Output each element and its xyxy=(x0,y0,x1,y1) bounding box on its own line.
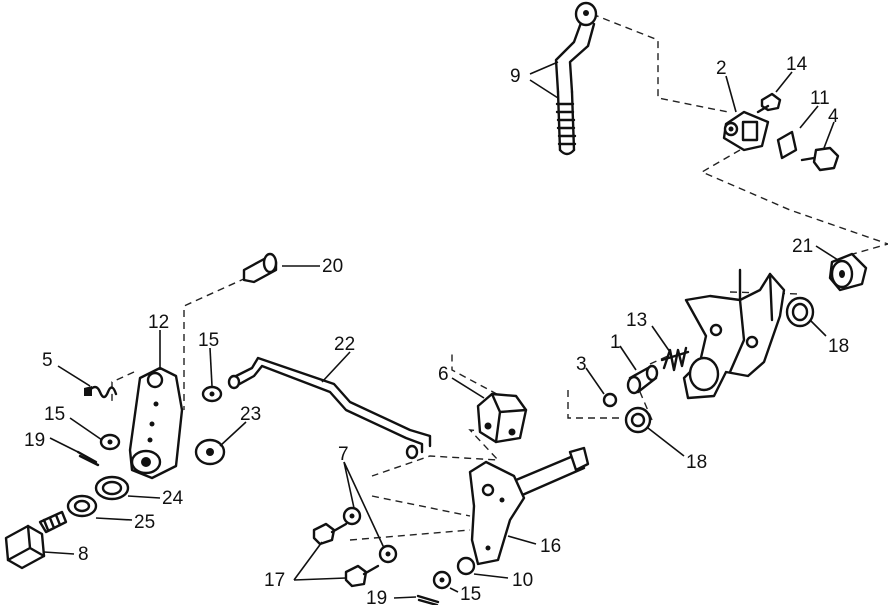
spring-part-13 xyxy=(660,346,690,372)
washer-part-7-lower xyxy=(378,544,398,564)
callout-16: 16 xyxy=(540,536,561,557)
callout-21: 21 xyxy=(792,236,813,257)
bushing-part-1 xyxy=(626,364,659,395)
block-part-6 xyxy=(476,392,528,444)
washer-part-10 xyxy=(456,556,476,576)
callout-11: 11 xyxy=(810,88,830,109)
shaft-lever-part-16 xyxy=(468,446,590,566)
callout-6: 6 xyxy=(438,364,449,385)
callout-8: 8 xyxy=(78,544,89,565)
leader-lines xyxy=(43,61,839,599)
callout-9: 9 xyxy=(510,66,521,87)
callout-3: 3 xyxy=(576,354,587,375)
screw-part-4 xyxy=(800,146,840,172)
link-rod-part-22 xyxy=(227,356,432,460)
callout-12: 12 xyxy=(148,312,169,333)
washer-part-24 xyxy=(94,475,130,501)
callout-4: 4 xyxy=(828,106,839,127)
callout-5: 5 xyxy=(42,350,53,371)
lever-plate-part-12 xyxy=(128,366,184,480)
callout-14: 14 xyxy=(786,54,808,75)
clip-part-2 xyxy=(722,110,770,152)
spring-part-5 xyxy=(84,385,118,399)
pin-part-20 xyxy=(242,252,278,284)
callout-10: 10 xyxy=(512,570,533,591)
bushing-part-18-lower xyxy=(624,406,652,434)
assembly-dashed-lines xyxy=(111,13,888,541)
callout-15-left: 15 xyxy=(44,404,65,425)
washer-part-7-upper xyxy=(342,506,362,526)
callout-7: 7 xyxy=(338,444,349,465)
callout-15-upper: 15 xyxy=(198,330,219,351)
callout-18-upper: 18 xyxy=(828,336,849,357)
bushing-part-18-upper xyxy=(785,296,815,328)
callout-15-bottom: 15 xyxy=(460,584,481,605)
ball-part-3 xyxy=(602,392,618,408)
collar-part-21 xyxy=(828,252,868,292)
callout-22: 22 xyxy=(334,334,355,355)
callout-19-left: 19 xyxy=(24,430,45,451)
callout-numbers: 9 2 14 11 4 20 12 15 5 15 19 23 22 6 3 1… xyxy=(24,54,849,605)
callout-18-lower: 18 xyxy=(686,452,707,473)
cotter-pin-part-19-left xyxy=(76,450,100,467)
washer-part-25 xyxy=(66,494,98,518)
callout-23: 23 xyxy=(240,404,261,425)
screw-part-17-lower xyxy=(344,564,380,588)
washer-part-23 xyxy=(194,438,226,466)
callout-2: 2 xyxy=(716,58,727,79)
callout-25: 25 xyxy=(134,512,155,533)
callout-1: 1 xyxy=(610,332,621,353)
housing-bracket xyxy=(682,268,786,400)
callout-17: 17 xyxy=(264,570,285,591)
bolt-part-8 xyxy=(4,510,68,570)
washer-part-15-left xyxy=(99,433,121,451)
clip-part-11 xyxy=(776,130,798,160)
washer-part-15-bottom xyxy=(432,570,452,590)
washer-part-15-upper xyxy=(201,385,223,403)
rod-part-9 xyxy=(554,1,598,156)
callout-19-bottom: 19 xyxy=(366,588,387,605)
callout-13: 13 xyxy=(626,310,647,331)
cotter-pin-part-19-bottom xyxy=(416,594,440,605)
screw-part-14 xyxy=(756,92,782,114)
screw-part-17-upper xyxy=(312,522,348,546)
callout-20: 20 xyxy=(322,256,343,277)
callout-24: 24 xyxy=(162,488,184,509)
